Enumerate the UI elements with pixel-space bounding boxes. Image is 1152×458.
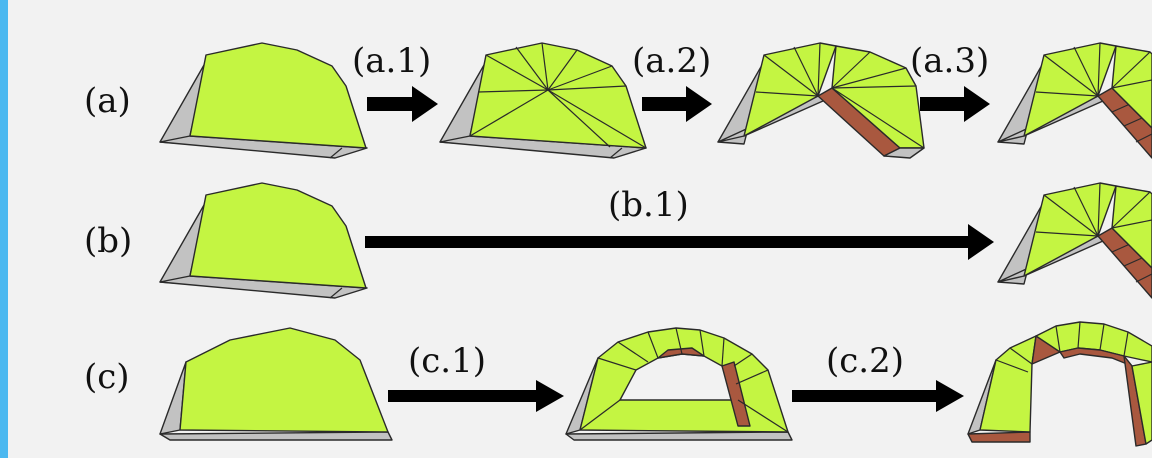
step-c2-label: (c.2) [826, 341, 904, 381]
row-c-shape-2 [565, 327, 793, 441]
left-accent-bar [0, 0, 8, 458]
row-b-label: (b) [84, 221, 132, 261]
step-b1-label: (b.1) [608, 185, 689, 225]
step-c1-label: (c.1) [408, 341, 486, 381]
arrow-c1 [388, 380, 564, 412]
arrow-a2 [642, 86, 712, 122]
step-a2-label: (a.2) [632, 41, 711, 81]
arrow-a3 [920, 86, 990, 122]
row-a-label: (a) [84, 81, 131, 121]
arrow-b1 [365, 224, 994, 260]
step-a1-label: (a.1) [352, 41, 431, 81]
row-b-shape-1 [159, 182, 368, 299]
row-c-label: (c) [84, 357, 130, 397]
row-a-shape-1 [159, 42, 368, 159]
row-a-shape-2 [439, 42, 647, 159]
row-b-shape-2 [997, 182, 1152, 299]
row-a-shape-4 [997, 42, 1152, 159]
row-a-shape-3 [717, 42, 925, 159]
row-c-shape-1 [159, 327, 393, 441]
arrow-a1 [367, 86, 438, 122]
row-c-shape-3 [967, 321, 1152, 447]
step-a3-label: (a.3) [910, 41, 989, 81]
arrow-c2 [792, 380, 964, 412]
